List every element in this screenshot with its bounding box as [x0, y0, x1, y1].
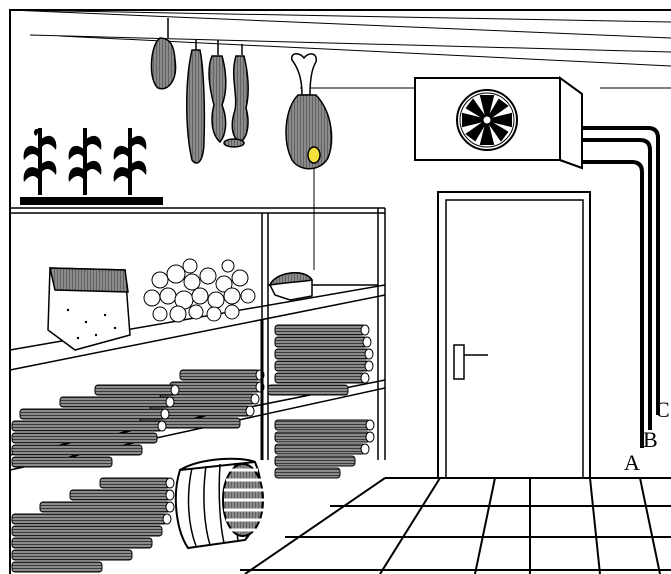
door-handle — [454, 345, 464, 379]
pipe-label-c: C — [655, 397, 670, 422]
cauliflower-pile — [144, 259, 255, 322]
evaporator-cooler-unit — [415, 78, 582, 168]
pipe-label-a: A — [624, 450, 640, 475]
tiled-floor — [240, 478, 671, 574]
refrigerant-pipes — [582, 128, 658, 448]
ham-spot — [308, 147, 320, 163]
door — [438, 192, 590, 478]
plants-on-shelf — [20, 128, 163, 205]
hanging-ham — [286, 54, 332, 270]
barrel-basket — [176, 459, 264, 548]
cooler-fan — [457, 90, 517, 150]
cheese-wedge — [48, 268, 130, 350]
cold-room-ceiling-rails — [10, 10, 671, 88]
pipe-label-b: B — [643, 427, 658, 452]
cheese-slice — [270, 273, 312, 300]
